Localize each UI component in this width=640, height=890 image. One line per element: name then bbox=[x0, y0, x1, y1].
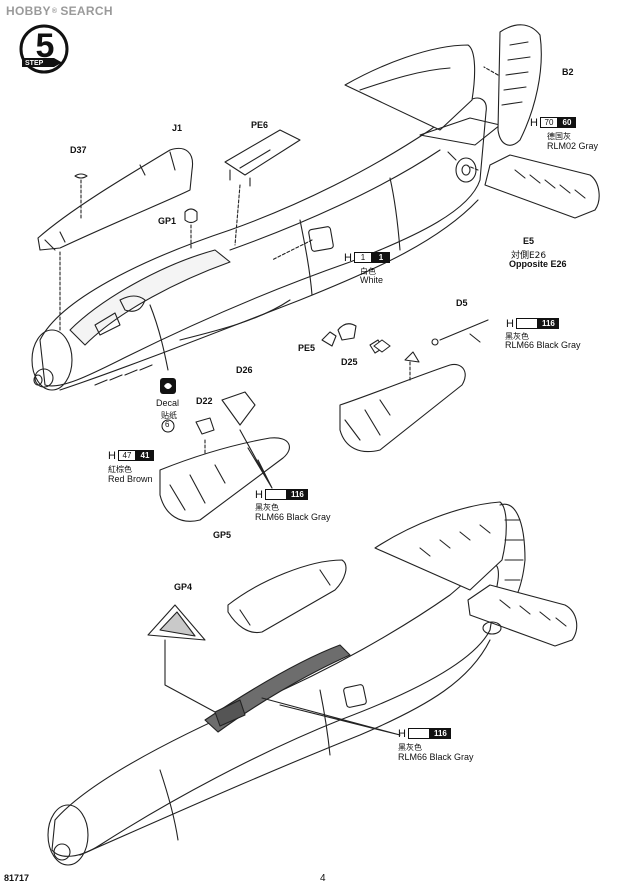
paint-en-rlm02: RLM02 Gray bbox=[547, 141, 599, 151]
paint-cn-black-gray-1: 黑灰色 bbox=[505, 332, 529, 341]
fuselage-bottom bbox=[47, 501, 578, 866]
page-number: 4 bbox=[320, 873, 326, 884]
paint-code-black-gray-1: H 116 bbox=[506, 318, 559, 330]
paint-en-black-gray-1: RLM66 Black Gray bbox=[505, 340, 581, 350]
part-label-j1: J1 bbox=[172, 123, 183, 133]
paint-cn-red-brown: 紅棕色 bbox=[108, 465, 132, 474]
decal-label-en: Decal bbox=[156, 398, 180, 408]
hobbysearch-watermark: HOBBY ® SEARCH bbox=[6, 4, 113, 18]
paint-code-rlm02: H 70 60 bbox=[530, 117, 576, 129]
paint-en-black-gray-3: RLM66 Black Gray bbox=[398, 752, 474, 762]
paint-code-black-gray-2: H 116 bbox=[255, 489, 308, 501]
part-label-gp1: GP1 bbox=[158, 216, 177, 226]
paint-en-white: White bbox=[360, 275, 384, 285]
step-indicator: 5 STEP bbox=[22, 26, 68, 72]
rudder-b2 bbox=[483, 24, 542, 146]
part-label-d22: D22 bbox=[196, 396, 213, 406]
canopy-j1 bbox=[37, 147, 194, 331]
part-label-e5: E5 bbox=[523, 236, 535, 246]
opposite-en: Opposite E26 bbox=[509, 259, 567, 269]
watermark-brand: HOBBY bbox=[6, 4, 51, 18]
decal-number: 6 bbox=[165, 420, 170, 429]
decal-icon bbox=[160, 378, 176, 394]
decal-label-cn: 贴纸 bbox=[161, 411, 177, 420]
paint-cn-black-gray-3: 黑灰色 bbox=[398, 743, 422, 752]
paint-cn-white: 白色 bbox=[360, 267, 376, 276]
part-label-gp4: GP4 bbox=[174, 582, 193, 592]
watermark-suffix: SEARCH bbox=[60, 4, 113, 18]
paint-en-red-brown: Red Brown bbox=[108, 474, 153, 484]
part-label-d37: D37 bbox=[70, 145, 87, 155]
part-label-pe6: PE6 bbox=[251, 120, 269, 130]
part-label-d25: D25 bbox=[341, 357, 358, 367]
step-number: 5 bbox=[35, 27, 55, 65]
paint-cn-black-gray-2: 黑灰色 bbox=[255, 503, 279, 512]
step-badge-shape bbox=[19, 24, 69, 74]
part-label-gp5: GP5 bbox=[213, 530, 232, 540]
paint-cn-rlm02: 德国灰 bbox=[547, 132, 571, 141]
paint-code-white: H 1 1 bbox=[344, 252, 390, 264]
part-label-b2: B2 bbox=[562, 67, 574, 77]
fuselage-top bbox=[31, 44, 501, 391]
paint-code-black-gray-3: H 116 bbox=[398, 728, 451, 740]
paint-code-red-brown: H 47 41 bbox=[108, 450, 154, 462]
part-label-d26: D26 bbox=[236, 365, 253, 375]
opposite-cn: 対側E26 bbox=[511, 251, 547, 261]
watermark-reg: ® bbox=[51, 7, 58, 15]
paint-en-black-gray-2: RLM66 Black Gray bbox=[255, 512, 331, 522]
elevator-e5 bbox=[467, 154, 600, 219]
part-label-pe5: PE5 bbox=[298, 343, 316, 353]
step-label: STEP bbox=[25, 60, 44, 67]
part-label-d5: D5 bbox=[456, 298, 468, 308]
kit-code: 81717 bbox=[4, 873, 30, 883]
